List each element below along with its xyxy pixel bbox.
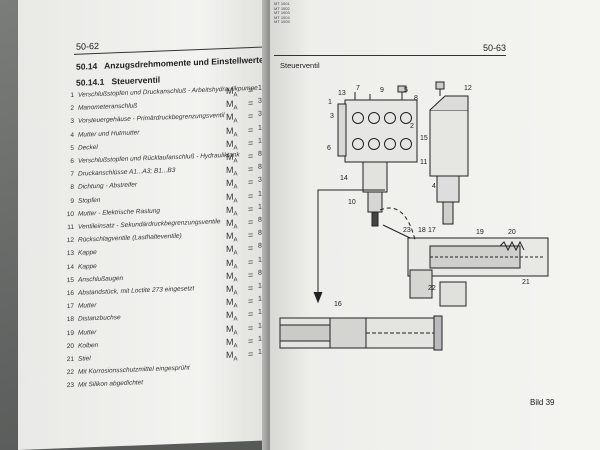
model-codes: MT 1001 MT 1002 MT 1003 MT 1004 MT 1005: [274, 1, 290, 25]
callout-number: 19: [476, 229, 484, 236]
callout-number: 15: [420, 135, 428, 142]
model-code: MT 1002: [274, 5, 290, 11]
callout-number: 7: [356, 85, 360, 92]
right-page-number: 50-63: [483, 43, 507, 53]
model-code: MT 1001: [274, 1, 290, 6]
callout-number: 23: [403, 227, 411, 234]
model-code: MT 1004: [274, 14, 290, 20]
right-page: MT 1001 MT 1002 MT 1003 MT 1004 MT 1005 …: [270, 0, 600, 450]
callout-number: 6: [327, 145, 331, 152]
model-code: MT 1003: [274, 10, 290, 15]
valve-block: [344, 99, 418, 163]
leader-line: [317, 189, 385, 300]
figure-title: Steuerventil: [280, 61, 320, 70]
callout-number: 1: [328, 99, 332, 106]
port-circles: [352, 112, 412, 150]
callout-number: 22: [428, 285, 436, 292]
callout-number: 4: [432, 183, 436, 190]
callout-number: 10: [348, 199, 356, 206]
callout-number: 21: [522, 279, 530, 286]
side-view-block: [429, 109, 469, 177]
callout-number: 20: [508, 229, 516, 236]
valve-end-cap: [337, 103, 347, 157]
callout-number: 3: [330, 113, 334, 120]
figure-label: Bild 39: [530, 398, 555, 407]
callout-number: 5: [404, 87, 408, 94]
callout-number: 9: [380, 87, 384, 94]
callout-number: 2: [410, 123, 414, 130]
model-code: MT 1005: [274, 19, 290, 24]
callout-number: 18: [418, 227, 426, 234]
callout-number: 13: [338, 90, 346, 97]
header-rule: [274, 55, 506, 56]
callout-number: 16: [334, 301, 342, 308]
callout-number: 8: [414, 95, 418, 102]
callout-number: 11: [420, 159, 427, 166]
callout-number: 17: [428, 227, 436, 234]
valve-stem-housing: [362, 161, 388, 193]
callout-number: 14: [340, 175, 348, 182]
callout-number: 12: [464, 85, 472, 92]
